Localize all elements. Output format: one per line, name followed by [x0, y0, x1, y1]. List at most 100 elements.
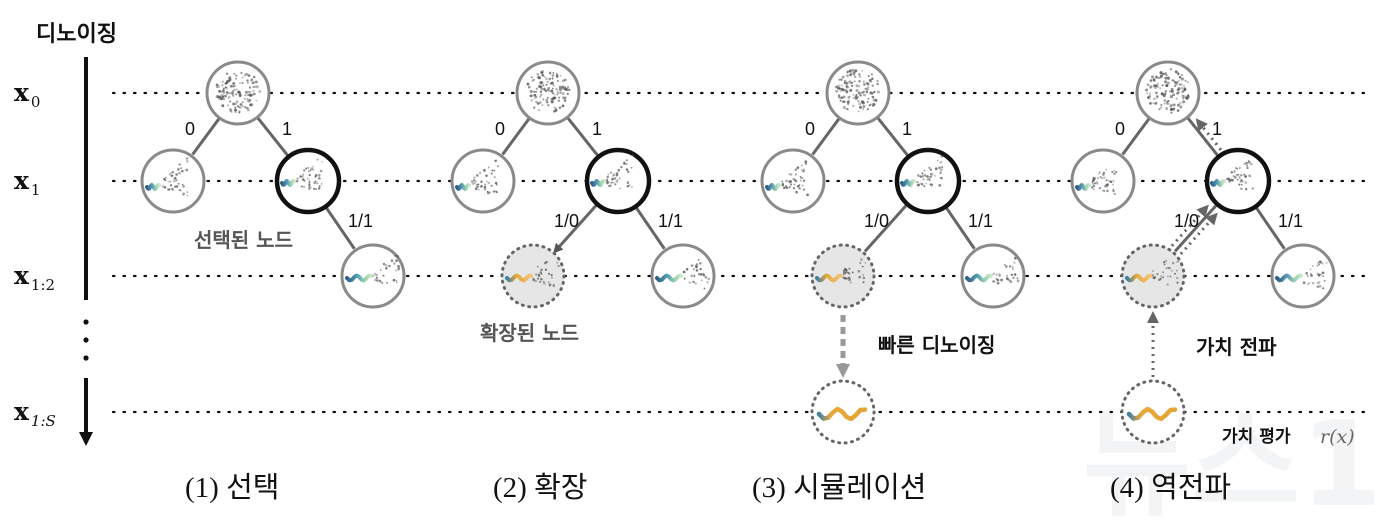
noise-dot — [178, 163, 181, 166]
noise-dot — [857, 91, 861, 95]
noise-dot — [628, 184, 631, 187]
noise-dot — [559, 74, 562, 77]
noise-dot — [615, 172, 619, 175]
noise-dot — [704, 276, 708, 279]
noise-dot — [1160, 92, 1164, 96]
noise-dot — [1103, 176, 1106, 179]
noise-dot — [384, 263, 388, 267]
noise-dot — [321, 161, 324, 163]
node-0 — [450, 148, 516, 214]
noise-dot — [1239, 177, 1241, 179]
noise-dot — [1156, 86, 1160, 89]
noise-dot — [495, 183, 498, 186]
noise-dot — [1246, 166, 1249, 170]
noise-dot — [548, 71, 552, 75]
noise-dot — [319, 169, 323, 173]
noise-dot — [251, 81, 255, 85]
noise-dot — [173, 180, 176, 183]
noise-dot — [692, 268, 695, 271]
noise-dot — [1241, 180, 1244, 183]
noise-dot — [1168, 267, 1172, 270]
noise-dot — [1013, 261, 1016, 264]
noise-dot — [1185, 96, 1189, 100]
noise-dot — [1323, 279, 1326, 282]
noise-dot — [1176, 103, 1180, 107]
noise-dot — [623, 161, 626, 164]
edge-label-1-1: 1/1 — [1278, 211, 1303, 231]
noise-dot — [308, 183, 311, 187]
noise-dot — [922, 178, 925, 181]
noise-dot — [923, 185, 926, 188]
edge-label-1-1: 1/1 — [348, 211, 373, 231]
noise-dot — [919, 175, 923, 178]
noise-dot — [697, 272, 701, 276]
noise-dot — [1151, 75, 1154, 79]
noise-dot — [1183, 88, 1187, 91]
noise-dot — [838, 78, 841, 81]
noise-dot — [248, 98, 252, 102]
noise-dot — [1317, 261, 1319, 264]
noise-dot — [249, 93, 252, 97]
noise-dot — [388, 264, 391, 268]
noise-dot — [921, 174, 925, 178]
noise-dot — [861, 91, 864, 94]
dna-sequence-icon — [505, 273, 533, 283]
noise-dot — [382, 274, 385, 277]
node-circle — [960, 243, 1026, 309]
tree-edge — [1173, 203, 1219, 253]
noise-dot — [1307, 283, 1309, 286]
noise-dot — [618, 177, 621, 180]
noise-dot — [164, 176, 167, 179]
noise-dot — [1163, 102, 1166, 105]
noise-dot — [802, 179, 806, 182]
tree-edge — [324, 205, 356, 250]
noise-dot — [532, 278, 536, 282]
node-circle — [760, 148, 826, 214]
noise-dot — [862, 276, 866, 280]
noise-dot — [530, 99, 533, 102]
expanded-node — [1120, 243, 1186, 309]
noise-dot — [547, 272, 550, 275]
noise-dot — [867, 97, 870, 100]
noise-dot — [472, 179, 476, 182]
noise-dot — [1011, 265, 1014, 269]
noise-dot — [1240, 183, 1243, 186]
noise-dot — [559, 88, 563, 92]
noise-dot — [1152, 269, 1155, 273]
noise-dot — [929, 172, 933, 176]
noise-dot — [871, 95, 875, 99]
noise-dot — [866, 108, 869, 111]
noise-dot — [221, 80, 224, 84]
noise-dot — [229, 108, 232, 111]
noise-dot — [540, 71, 543, 74]
noise-dot — [941, 168, 943, 170]
noise-dot — [220, 96, 224, 100]
noise-dot — [866, 82, 870, 86]
noise-dot — [1243, 173, 1246, 176]
noise-dot — [225, 90, 229, 94]
axis-ellipsis-dot — [83, 355, 89, 361]
noise-dot — [1144, 88, 1149, 92]
noise-dot — [868, 104, 871, 107]
dna-sequence-icon — [455, 183, 471, 191]
noise-dot — [253, 85, 256, 89]
noise-dot — [849, 72, 853, 76]
noise-dot — [320, 183, 323, 185]
noise-dot — [233, 88, 236, 92]
node-circle — [1204, 147, 1272, 215]
noise-dot — [1159, 71, 1163, 75]
edge-label-0: 0 — [805, 119, 815, 139]
noise-dot — [940, 161, 943, 163]
noise-dot — [1097, 177, 1099, 180]
noise-dot — [842, 89, 845, 92]
noise-dot — [1177, 79, 1180, 82]
noise-dot — [1171, 79, 1174, 82]
noise-dot — [1317, 273, 1321, 277]
noise-dot — [1316, 285, 1320, 289]
noise-dot — [562, 96, 566, 100]
noise-dot — [843, 82, 846, 84]
noise-dot — [1016, 277, 1019, 280]
node-0 — [760, 148, 826, 214]
noise-dot — [801, 184, 804, 187]
